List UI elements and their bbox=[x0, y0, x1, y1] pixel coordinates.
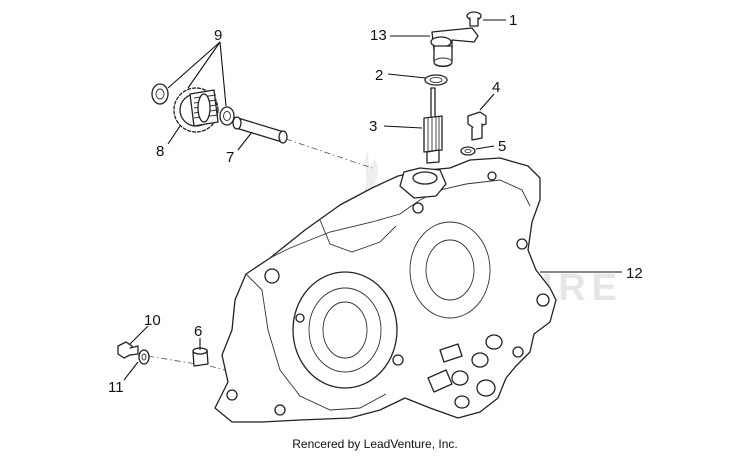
callout-9: 9 bbox=[214, 27, 222, 44]
callout-labels: 1 2 3 4 5 6 7 8 9 10 11 12 13 bbox=[108, 12, 643, 396]
sensor-housing bbox=[430, 27, 479, 68]
callout-5: 5 bbox=[498, 138, 506, 155]
washer-5 bbox=[460, 146, 476, 156]
o-rings bbox=[151, 83, 235, 126]
drain-plug bbox=[117, 341, 139, 359]
callout-7: 7 bbox=[226, 149, 234, 166]
starter-gear bbox=[173, 87, 219, 133]
callout-13: 13 bbox=[370, 27, 387, 44]
leader-lines bbox=[123, 19, 622, 381]
callout-8: 8 bbox=[156, 143, 164, 160]
callout-12: 12 bbox=[626, 265, 643, 282]
callout-11: 11 bbox=[108, 379, 124, 396]
drive-gear-shaft bbox=[423, 87, 443, 164]
callout-4: 4 bbox=[492, 79, 500, 96]
dowel-pin bbox=[192, 347, 209, 367]
callout-6: 6 bbox=[194, 323, 202, 340]
callout-10: 10 bbox=[144, 312, 161, 329]
washer-11 bbox=[138, 349, 150, 365]
bolt bbox=[467, 111, 487, 141]
shaft bbox=[232, 116, 288, 144]
crankcase-half bbox=[214, 157, 557, 423]
callout-3: 3 bbox=[369, 118, 377, 135]
callout-1: 1 bbox=[509, 12, 517, 29]
washer-2 bbox=[424, 74, 448, 86]
callout-2: 2 bbox=[375, 67, 383, 84]
screw bbox=[466, 11, 482, 27]
credit-text: Rencered by LeadVenture, Inc. bbox=[292, 437, 458, 451]
